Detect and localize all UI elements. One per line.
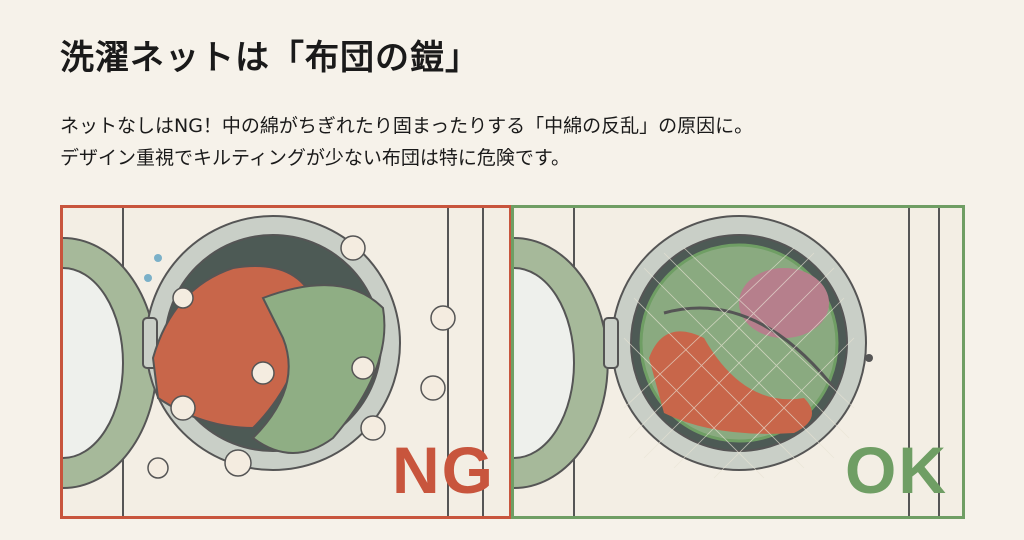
ng-label: NG xyxy=(392,433,495,507)
washing-machine-with-net-illustration xyxy=(514,208,940,516)
ok-label: OK xyxy=(845,433,948,507)
description-line-2: デザイン重視でキルティングが少ない布団は特に危険です。 xyxy=(60,147,570,169)
page-title: 洗濯ネットは「布団の鎧」 xyxy=(60,38,480,78)
washing-machine-without-net-illustration xyxy=(63,208,484,516)
description: ネットなしはNG！中の綿がちぎれたり固まったりする「中綿の反乱」の原因に。 デザ… xyxy=(60,110,753,174)
ng-panel: NG xyxy=(60,205,512,519)
ok-panel: OK xyxy=(511,205,965,519)
description-line-1: ネットなしはNG！中の綿がちぎれたり固まったりする「中綿の反乱」の原因に。 xyxy=(60,115,754,137)
